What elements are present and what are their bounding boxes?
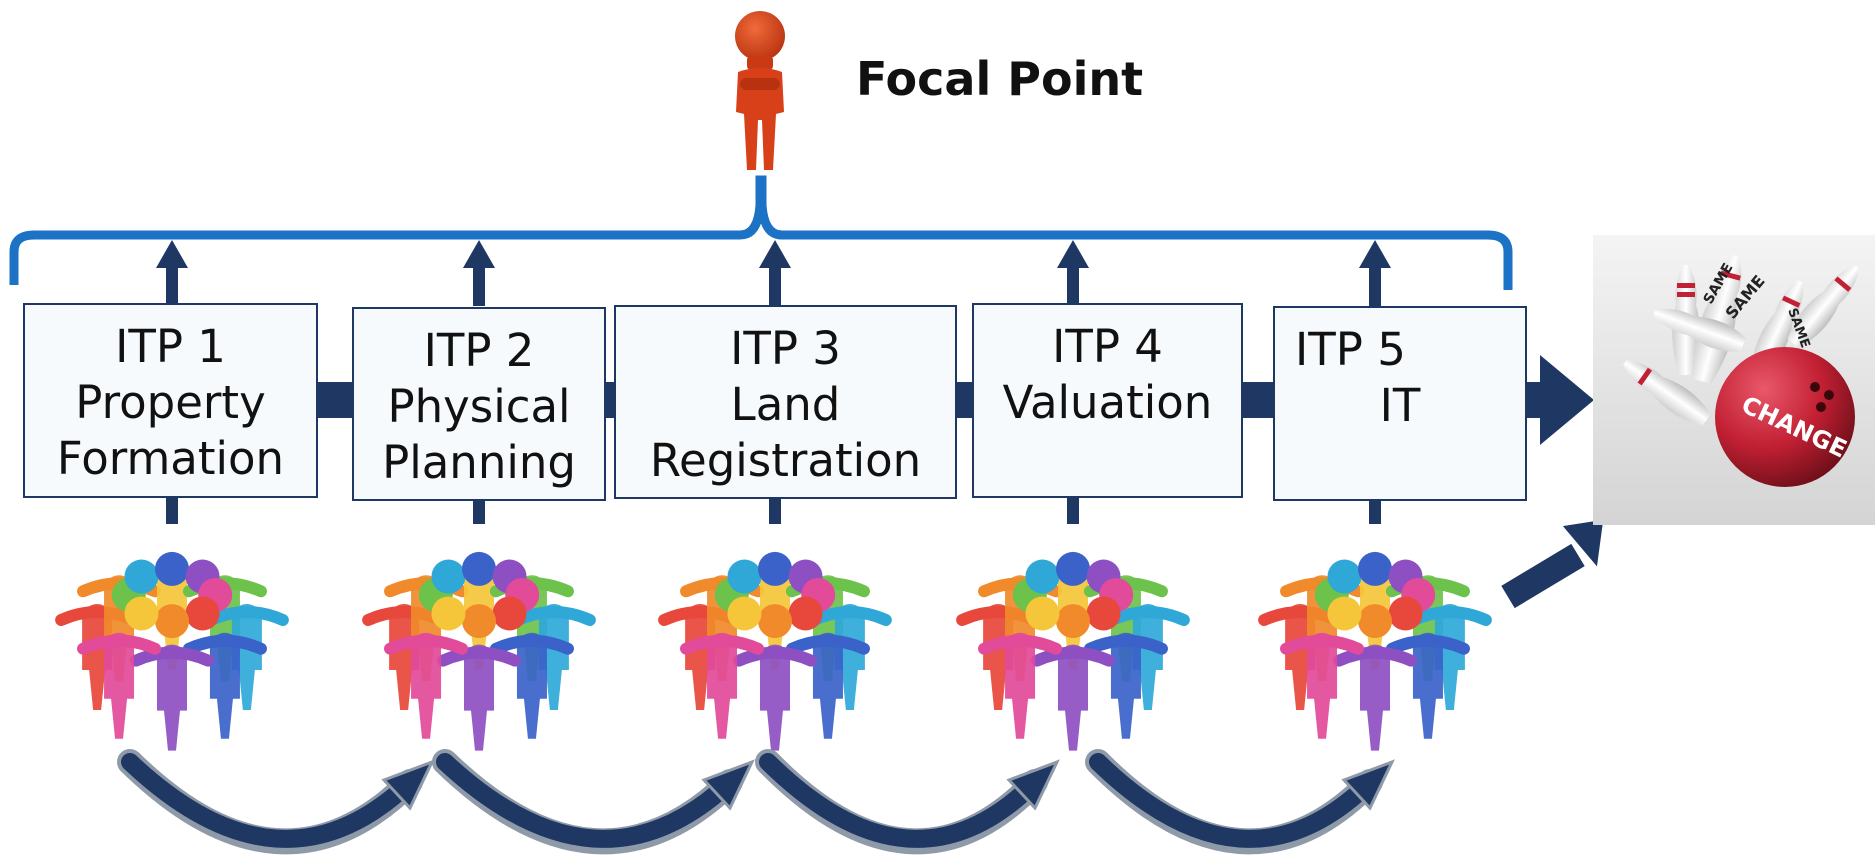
team-huddle-icon <box>956 551 1190 751</box>
itp-name: Valuation <box>1002 376 1213 429</box>
itp-name: Formation <box>56 432 285 485</box>
curved-arrow <box>1085 749 1395 855</box>
focal-point-label: Focal Point <box>856 52 1144 106</box>
focal-point-figure-icon <box>735 11 785 170</box>
itp-name: Planning <box>382 436 576 489</box>
itp-name: IT <box>1379 379 1421 432</box>
team-huddle-icon <box>658 551 892 751</box>
up-arrow <box>1057 240 1089 306</box>
up-arrow <box>156 240 188 306</box>
diagonal-arrow-to-change <box>1499 516 1607 611</box>
itp-name: Land <box>730 378 841 431</box>
curved-arrow <box>117 749 435 855</box>
up-arrow <box>759 240 791 306</box>
itp-name: Physical <box>387 380 571 433</box>
team-connector <box>166 498 178 524</box>
vertical-arrows <box>156 240 1391 524</box>
bowling-change-icon: SAME SAME SAME CHANGE <box>1593 235 1875 525</box>
team-connector <box>1369 498 1381 524</box>
itp-number: ITP 5 <box>1295 323 1406 376</box>
itp-number: ITP 1 <box>115 320 226 373</box>
team-huddle-icon <box>362 551 596 751</box>
itp-name: Registration <box>649 434 922 487</box>
team-icons <box>55 551 1492 751</box>
up-arrow <box>1359 240 1391 306</box>
team-connector <box>1067 498 1079 524</box>
curved-arrow <box>755 749 1060 855</box>
up-arrow <box>463 240 495 306</box>
team-connector <box>769 498 781 524</box>
top-bracket <box>9 175 1513 290</box>
team-huddle-icon <box>1258 551 1492 751</box>
curved-arrow <box>432 749 755 855</box>
bowling-ball: CHANGE <box>1715 347 1855 487</box>
itp-number: ITP 4 <box>1052 320 1163 373</box>
team-connector <box>473 498 485 524</box>
itp-number: ITP 3 <box>730 322 841 375</box>
team-huddle-icon <box>55 551 289 751</box>
collaboration-arrows <box>117 749 1395 855</box>
itp-name: Property <box>75 376 266 429</box>
itp-number: ITP 2 <box>423 324 535 377</box>
